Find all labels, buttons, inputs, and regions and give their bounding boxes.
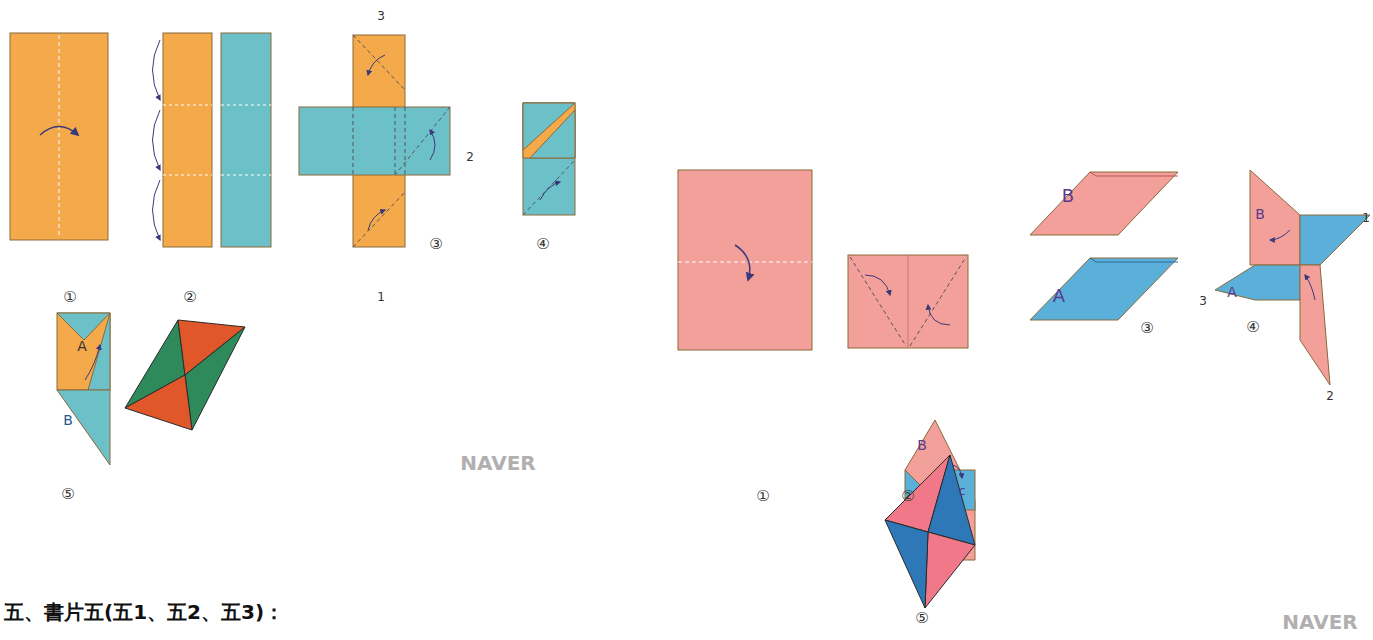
- heading: 五、書片五(五1、五2、五3)：: [4, 602, 284, 622]
- step-number: ⑤: [915, 611, 928, 626]
- part-letter: B: [917, 438, 927, 452]
- part-letter: B: [1255, 207, 1265, 221]
- part-letter: B: [63, 413, 73, 427]
- watermark: NAVER: [460, 453, 535, 473]
- step-number: ②: [183, 290, 196, 305]
- step-number: ②: [901, 489, 914, 504]
- part-letter: c: [958, 484, 965, 497]
- part-letter: B: [1062, 187, 1074, 205]
- step-number: ④: [536, 237, 549, 252]
- folded-strip: [221, 33, 271, 247]
- paper-sheet: [10, 33, 108, 240]
- watermark: NAVER: [1282, 612, 1357, 632]
- step-number: ①: [756, 489, 769, 504]
- callout-number: 1: [1362, 212, 1370, 224]
- paper-sheet: [678, 170, 812, 350]
- callout-number: 2: [1326, 390, 1334, 402]
- callout-number: 3: [1199, 295, 1207, 307]
- part-letter: A: [1227, 285, 1237, 299]
- callout-number: 1: [377, 291, 385, 303]
- folded-strip: [299, 107, 450, 175]
- step-number: ③: [1140, 321, 1153, 336]
- step-number: ③: [429, 237, 442, 252]
- part-letter: A: [1053, 287, 1065, 305]
- callout-number: 2: [466, 151, 474, 163]
- part-letter: A: [77, 339, 87, 353]
- step-number: ④: [1246, 320, 1259, 335]
- step-number: ①: [63, 290, 76, 305]
- step-number: ⑤: [61, 487, 74, 502]
- folded-strip: [163, 33, 212, 247]
- callout-number: 3: [377, 10, 385, 22]
